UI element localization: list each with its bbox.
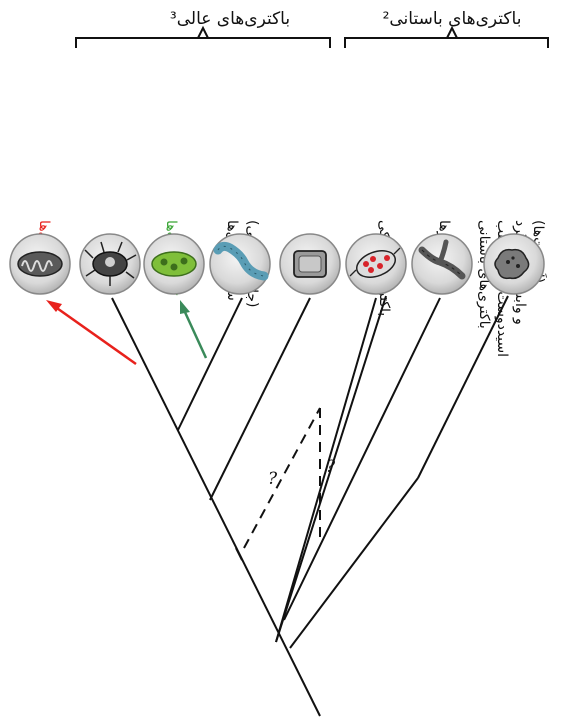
cyanobacteria-icon xyxy=(210,234,270,294)
eubacteria-label: باکتری‌های عالی³ xyxy=(170,9,290,29)
archaea-label: باکتری‌های باستانی² xyxy=(383,9,522,29)
bacterium-icon xyxy=(280,234,340,294)
eukaryotic-cell-icon xyxy=(80,234,140,294)
archaea-bracket xyxy=(345,28,548,48)
mitochondria-arrow xyxy=(46,300,136,364)
chloroplast-icon xyxy=(144,234,204,294)
thermophile-icon xyxy=(484,234,544,294)
tree-branches xyxy=(112,296,508,716)
chloroplast-arrow xyxy=(180,300,206,358)
methanogen-icon xyxy=(412,234,472,294)
question-mark-1: ? xyxy=(268,469,278,489)
mitochondrion-icon xyxy=(10,234,70,294)
question-mark-2: ? xyxy=(326,457,336,477)
halophile-icon xyxy=(346,234,406,294)
eubacteria-bracket xyxy=(76,28,330,48)
